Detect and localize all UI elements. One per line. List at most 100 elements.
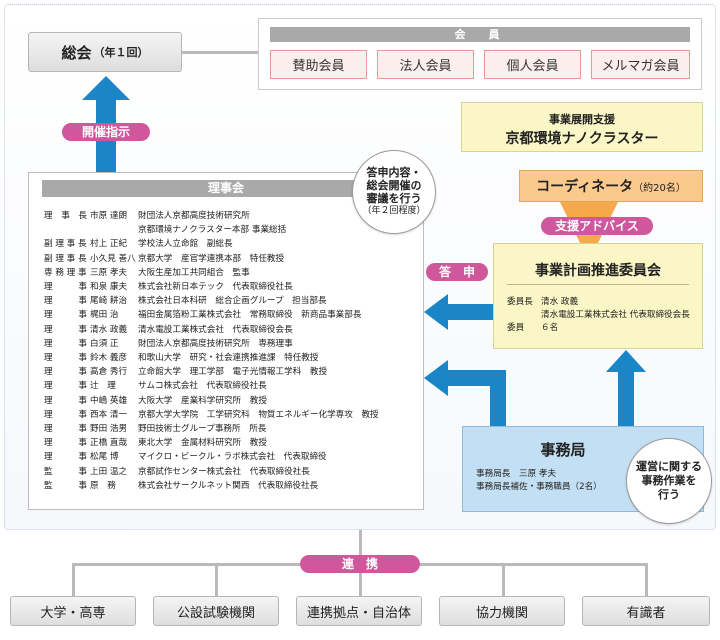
label-renkei: 連 携 (300, 555, 420, 573)
member-mailmag: メルマガ会員 (591, 50, 690, 79)
support-box: 事業展開支援 京都環境ナノクラスター (461, 102, 703, 152)
board-member-row: 理 事高倉 秀行立命館大学 理工学部 電子光情報工学科 教授 (44, 365, 420, 379)
board-member-row: 理 事中嶋 英雄大阪大学 産業科学研究所 教授 (44, 394, 420, 408)
board-member-role: 理 事 (44, 338, 87, 349)
member-sponsor: 賛助会員 (270, 50, 367, 79)
board-member-name: 西本 清一 (90, 409, 128, 420)
board-member-name: 正橋 直哉 (90, 438, 128, 449)
board-member-role: 理 事 (44, 452, 87, 463)
board-member-row: 理 事松尾 博 マイクロ・ビークル・ラボ株式会社 代表取締役 (44, 450, 420, 464)
partners-drop-1 (72, 563, 75, 596)
board-member-org: 清水電設工業株式会社 代表取締役会長 (138, 324, 293, 335)
board-bubble-line1: 答申内容・ (366, 166, 422, 179)
board-member-row: 理 事尾崎 耕治株式会社日本科研 総合企画グループ 担当部長 (44, 294, 420, 308)
coordinator-title: コーディネータ (536, 179, 634, 195)
board-member-row: 監 事原 務 株式会社サークルネット関西 代表取締役社長 (44, 479, 420, 493)
board-member-org: 野田技術士グループ事務所 所長 (138, 424, 267, 435)
board-member-org: 京都大学大学院 工学研究科 物質エネルギー化学専攻 教授 (138, 409, 379, 420)
board-role-bubble: 答申内容・ 総会開催の 審議を行う （年２回程度） (352, 150, 436, 234)
secretariat-staff: 事務局長補佐・事務職員（2名） (476, 482, 602, 492)
board-member-name: 高倉 秀行 (90, 367, 128, 378)
coordinator-box: コーディネータ （約20名） (519, 170, 703, 202)
board-member-row: 理 事 長市原 達朗財団法人京都高度技術研究所 (44, 209, 420, 223)
board-member-row: 専 務 理 事三原 孝夫大阪生産加工共同組合 監事 (44, 266, 420, 280)
board-member-role: 理 事 (44, 381, 87, 392)
board-box (28, 172, 424, 510)
secretariat-chief: 事務局長 三原 孝夫 (476, 469, 557, 479)
board-member-name: 村上 正紀 (90, 239, 128, 250)
committee-role-member: 委員 (507, 323, 525, 333)
partners-stem (359, 530, 362, 563)
board-member-role: 監 事 (44, 466, 87, 477)
arrow-secretariat-to-board (424, 360, 506, 426)
partner-cooperating-orgs: 協力機関 (439, 596, 565, 626)
committee-title: 事業計画推進委員会 (535, 263, 661, 279)
partners-drop-5 (645, 563, 648, 596)
board-bubble-line3: 審議を行う (366, 192, 422, 205)
board-member-name: 尾崎 耕治 (90, 296, 128, 307)
board-member-row: 理 事清水 政義清水電設工業株式会社 代表取締役会長 (44, 323, 420, 337)
secretariat-bubble-line2: 事務作業を (641, 474, 697, 487)
board-member-name: 小久見 善八 (90, 253, 136, 264)
board-member-role: 理 事 長 (44, 211, 87, 221)
board-member-role: 理 事 (44, 424, 87, 435)
board-member-row: 理 事白須 正 財団法人京都高度技術研究所 専務理事 (44, 337, 420, 351)
board-member-role: 副 理 事 長 (44, 239, 87, 250)
board-member-name: 白須 正 (90, 338, 119, 349)
board-member-name: 中嶋 英雄 (90, 395, 128, 406)
general-meeting-box: 総会 （年１回） (28, 32, 182, 72)
committee-chair-org: 清水電設工業株式会社 代表取締役会長 (541, 310, 690, 320)
board-member-role: 理 事 (44, 367, 87, 378)
board-member-role: 理 事 (44, 409, 87, 420)
board-member-org: 京都大学 産官学連携本部 特任教授 (138, 253, 285, 264)
secretariat-bubble-line1: 運営に関する (636, 460, 702, 473)
board-member-org: 東北大学 金属材料研究所 教授 (138, 438, 267, 449)
board-member-org: 財団法人京都高度技術研究所 専務理事 (138, 338, 293, 349)
partner-public-labs: 公設試験機関 (153, 596, 279, 626)
board-member-org: 学校法人立命館 副総長 (138, 239, 233, 250)
label-shien: 支援アドバイス (541, 217, 653, 235)
members-header: 会 員 (270, 27, 690, 42)
committee-role-chair: 委員長 (507, 297, 533, 307)
board-member-role: 理 事 (44, 353, 87, 364)
arrow-committee-to-board (424, 294, 493, 330)
board-member-role: 理 事 (44, 282, 87, 293)
secretariat-bubble-line3: 行う (658, 488, 680, 501)
board-member-name: 市原 達朗 (90, 211, 128, 221)
label-kaisai: 開催指示 (62, 123, 150, 141)
board-member-name: 原 務 (90, 480, 116, 491)
board-bubble-line4: （年２回程度） (362, 206, 426, 216)
board-member-name: 松尾 博 (90, 452, 119, 463)
board-member-org: 和歌山大学 研究・社会連携推進課 特任教授 (138, 353, 319, 364)
board-member-name: 野田 浩男 (90, 424, 128, 435)
board-member-name: 三原 孝夫 (90, 267, 128, 278)
board-member-org: 株式会社日本科研 総合企画グループ 担当部長 (138, 296, 327, 307)
board-member-role: 監 事 (44, 480, 87, 491)
board-member-name (90, 223, 138, 237)
partners-drop-2 (215, 563, 218, 596)
board-member-role: 理 事 (44, 310, 87, 321)
board-member-org: マイクロ・ビークル・ラボ株式会社 代表取締役 (138, 452, 327, 463)
board-member-list: 理 事 長市原 達朗財団法人京都高度技術研究所京都環境ナノクラスター本部 事業総… (44, 209, 420, 493)
support-line2: 京都環境ナノクラスター (505, 131, 659, 147)
board-member-role: 理 事 (44, 438, 87, 449)
board-member-row: 京都環境ナノクラスター本部 事業総括 (44, 223, 420, 237)
partners-drop-4 (502, 563, 505, 596)
board-member-row: 理 事西本 清一京都大学大学院 工学研究科 物質エネルギー化学専攻 教授 (44, 408, 420, 422)
board-member-role: 理 事 (44, 296, 87, 307)
board-member-role: 副 理 事 長 (44, 253, 87, 264)
board-member-org: 株式会社サークルネット関西 代表取締役社長 (138, 480, 319, 491)
partner-universities: 大学・高専 (10, 596, 136, 626)
general-meeting-note: （年１回） (93, 46, 149, 59)
board-member-name: 鈴木 義彦 (90, 353, 128, 364)
board-member-name: 上田 温之 (90, 466, 128, 477)
board-member-row: 理 事野田 浩男野田技術士グループ事務所 所長 (44, 422, 420, 436)
board-member-name: 和泉 康夫 (90, 282, 128, 293)
board-member-row: 副 理 事 長村上 正紀学校法人立命館 副総長 (44, 237, 420, 251)
board-member-org: 京都試作センター株式会社 代表取締役社長 (138, 466, 310, 477)
board-member-row: 監 事上田 温之京都試作センター株式会社 代表取締役社長 (44, 465, 420, 479)
label-toushin: 答 申 (426, 263, 488, 281)
board-member-org: 立命館大学 理工学部 電子光情報工学科 教授 (138, 367, 328, 378)
committee-member-count: ６名 (541, 323, 559, 333)
